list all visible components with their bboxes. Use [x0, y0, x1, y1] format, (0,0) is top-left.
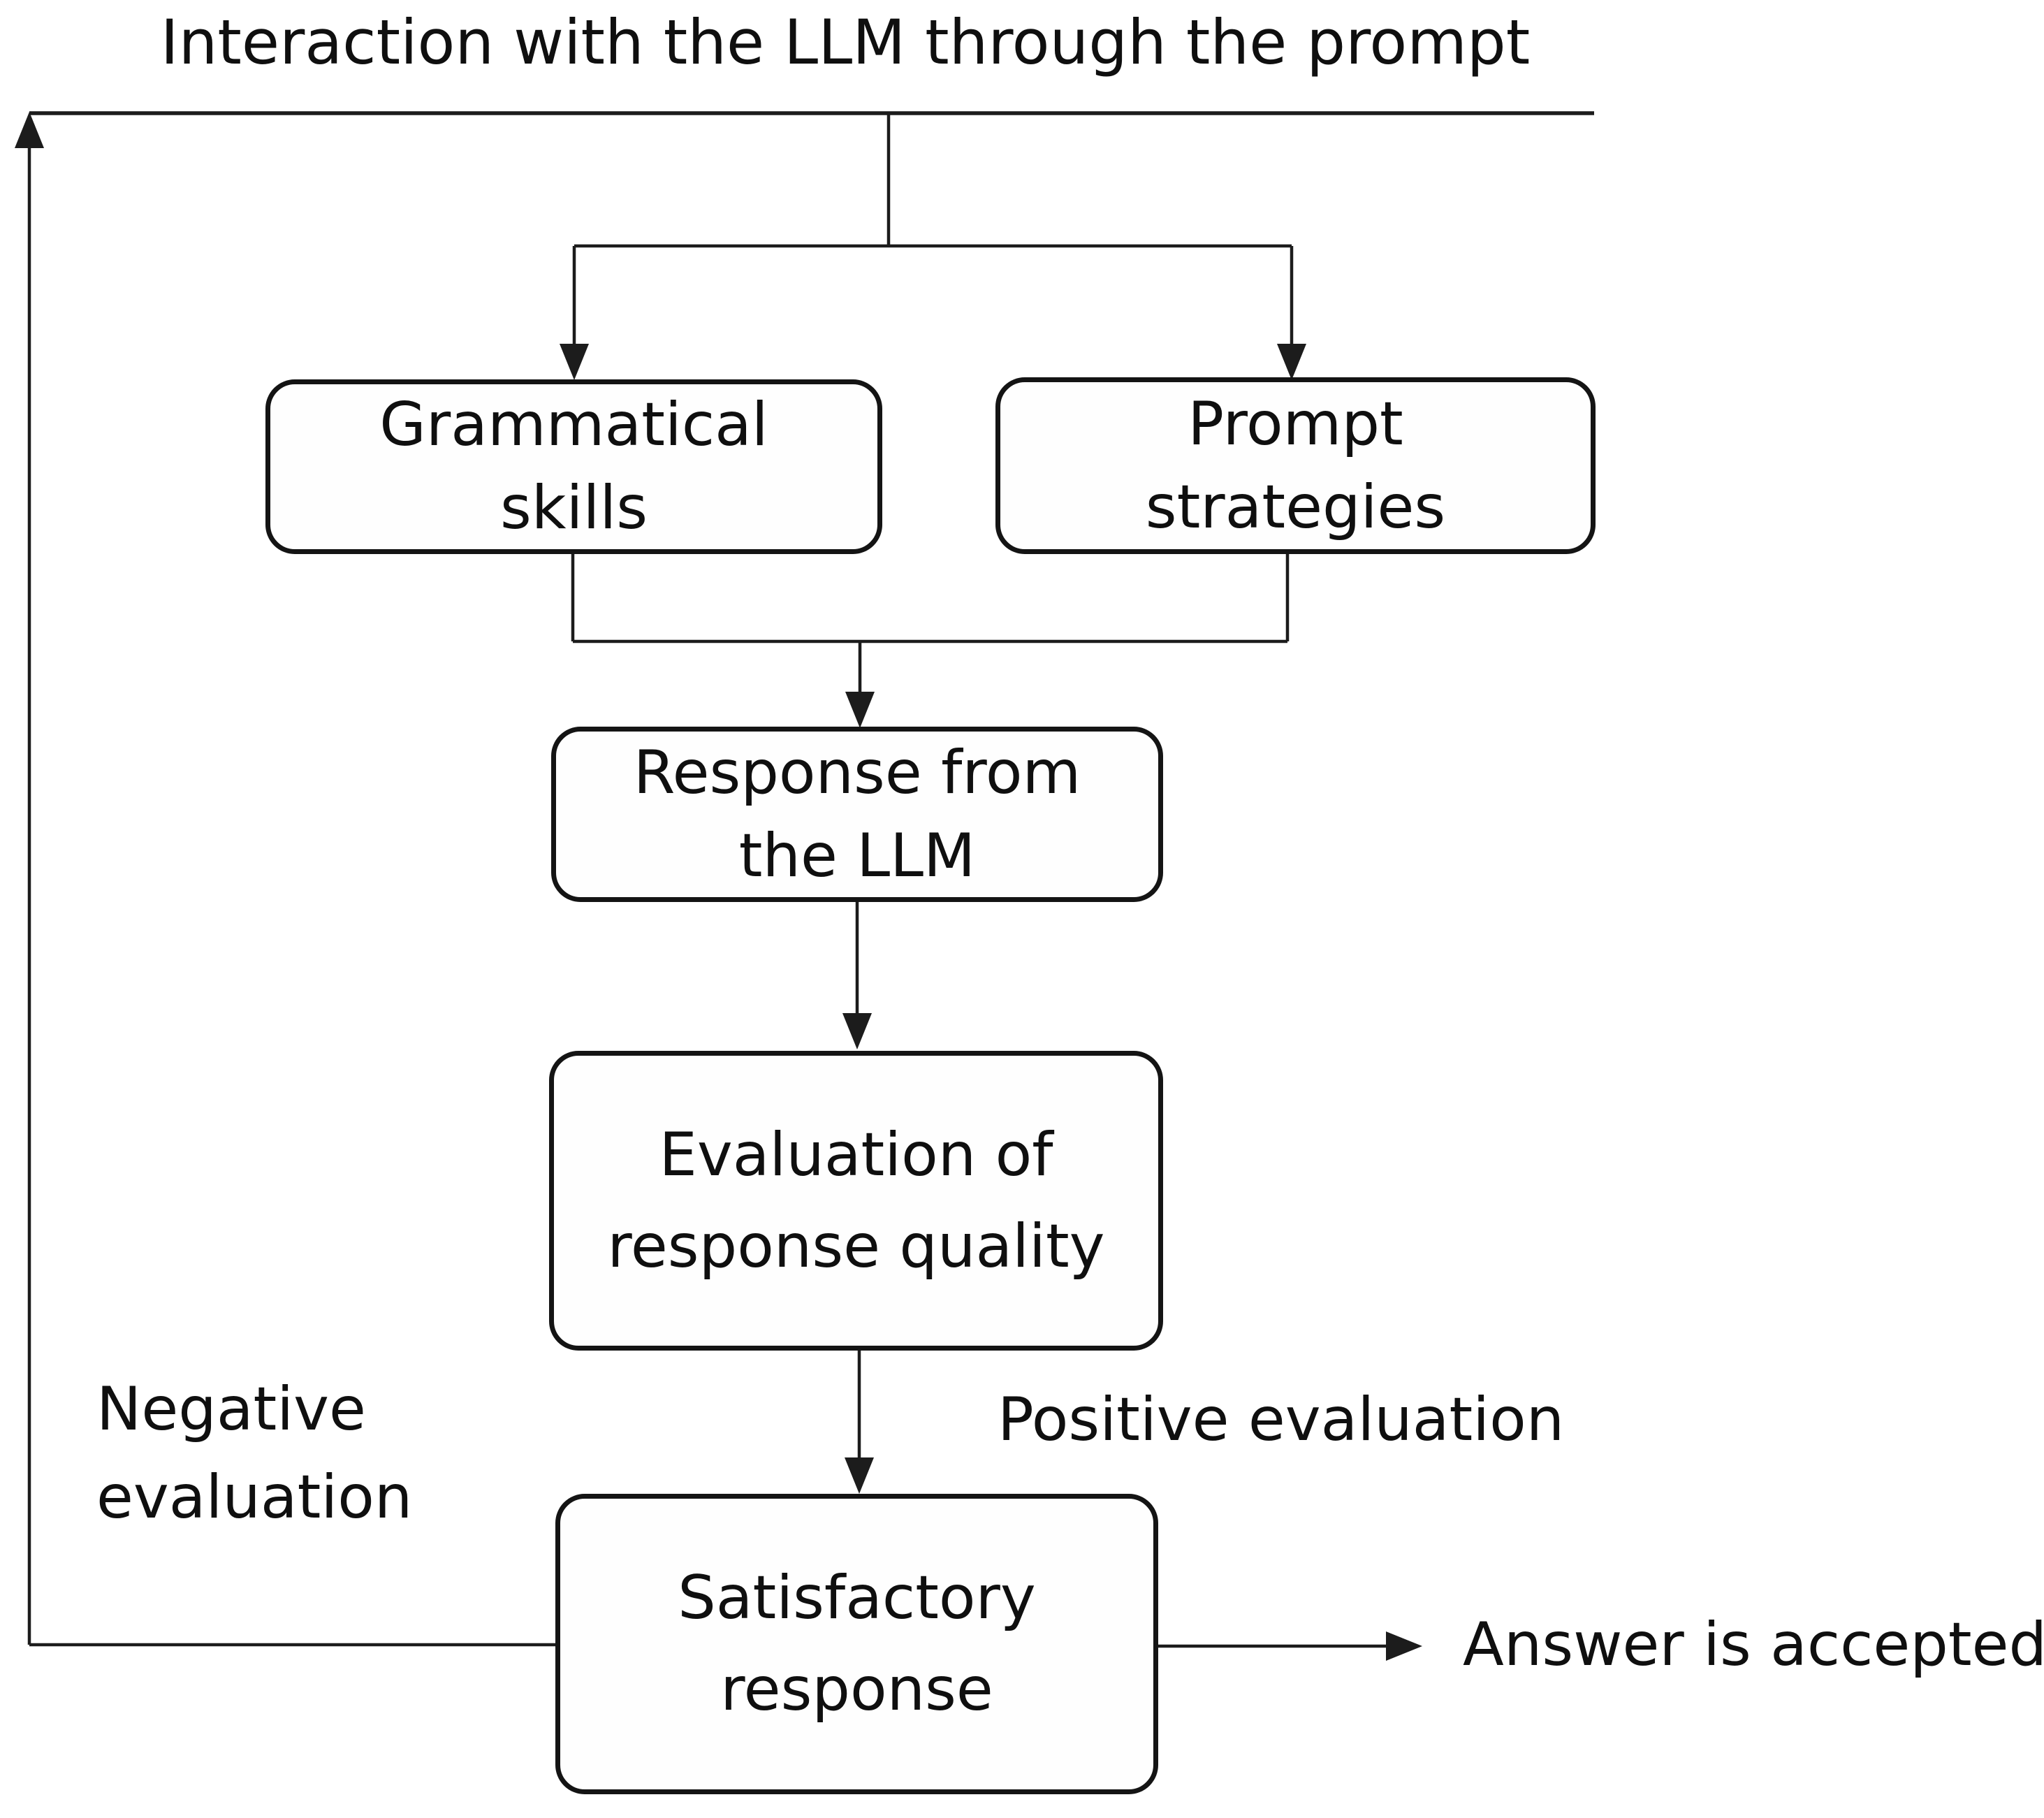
arrowhead-into-satisfactory [845, 1457, 874, 1494]
edge-label-negative-evaluation: Negative evaluation [96, 1366, 412, 1541]
node-grammatical-skills-line1: Grammatical [379, 390, 768, 460]
arrowhead-into-grammatical [560, 344, 589, 380]
node-satisfactory-response-line2: response [720, 1655, 993, 1724]
edge-label-answer-accepted: Answer is accepted [1463, 1610, 2044, 1680]
arrowhead-into-response [845, 692, 875, 728]
arrowhead-into-evaluation [842, 1013, 872, 1049]
edge-label-negative-line1: Negative [96, 1374, 366, 1444]
node-prompt-strategies: Prompt strategies [995, 377, 1596, 554]
node-satisfactory-response-line1: Satisfactory [678, 1563, 1036, 1634]
node-satisfactory-response: Satisfactory response [555, 1494, 1158, 1794]
edge-label-negative-line2: evaluation [96, 1462, 413, 1532]
arrowhead-into-prompt [1277, 344, 1306, 380]
node-prompt-strategies-line1: Prompt [1188, 388, 1403, 459]
node-evaluation-of-response-quality: Evaluation of response quality [549, 1051, 1163, 1351]
node-grammatical-skills-line2: skills [499, 473, 648, 543]
node-response-from-llm-line1: Response from [633, 737, 1081, 808]
node-grammatical-skills: Grammatical skills [265, 379, 882, 554]
arrowhead-into-accepted [1386, 1631, 1422, 1661]
node-prompt-strategies-line2: strategies [1145, 472, 1446, 542]
node-response-from-llm-line2: the LLM [738, 820, 976, 891]
edge-label-positive-evaluation: Positive evaluation [998, 1385, 1565, 1455]
node-evaluation-line2: response quality [607, 1211, 1105, 1281]
diagram-title: Interaction with the LLM through the pro… [160, 6, 1531, 78]
node-evaluation-line1: Evaluation of [659, 1119, 1053, 1190]
arrowhead-up-feedback [15, 112, 44, 148]
node-response-from-llm: Response from the LLM [551, 727, 1163, 902]
